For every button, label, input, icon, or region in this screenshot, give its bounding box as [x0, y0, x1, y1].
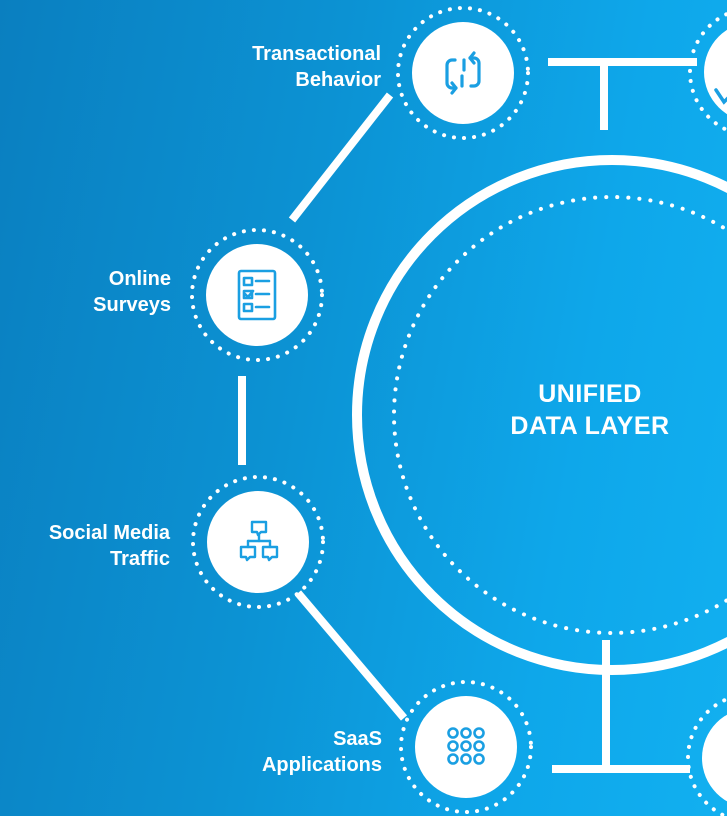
label-surveys-line1: Online [108, 268, 171, 290]
label-saas-applications: SaaS Applications [262, 726, 382, 778]
hub-dotted-ring [392, 195, 727, 635]
node-saas-applications [399, 680, 533, 814]
checklist-icon [237, 269, 277, 321]
hub-outer-ring [352, 155, 727, 675]
label-saas-line2: Applications [261, 754, 382, 776]
connectors [238, 58, 697, 773]
sync-arrows-icon [445, 51, 481, 95]
node-online-surveys [190, 228, 324, 362]
label-social-media-traffic: Social Media Traffic [49, 520, 170, 572]
label-social-line1: Social Media [48, 522, 170, 544]
connector-social-saas [294, 590, 408, 721]
label-saas-line1: SaaS [333, 728, 382, 750]
label-transactional-behavior: Transactional Behavior [252, 41, 381, 93]
node-social-media-traffic [191, 475, 325, 609]
app-grid-icon [447, 727, 485, 765]
chat-network-icon [239, 520, 279, 562]
connector-transactional-surveys [288, 92, 394, 223]
node-transactional-behavior [396, 6, 530, 140]
offscreen-node-top [688, 11, 727, 133]
hub-label-line2: DATA LAYER [510, 412, 670, 440]
check-icon [714, 88, 727, 105]
label-social-line2: Traffic [109, 548, 170, 570]
unified-data-layer-hub [352, 155, 727, 675]
label-transactional-line2: Behavior [295, 69, 381, 91]
label-online-surveys: Online Surveys [93, 266, 171, 318]
label-transactional-line1: Transactional [252, 43, 381, 65]
offscreen-node-bottom [686, 696, 727, 816]
hub-label: UNIFIED DATA LAYER [460, 378, 720, 442]
label-surveys-line2: Surveys [93, 294, 171, 316]
hub-label-line1: UNIFIED [538, 380, 642, 408]
